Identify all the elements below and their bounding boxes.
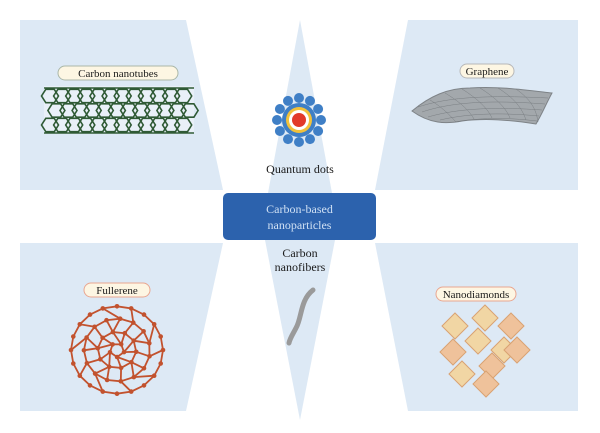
center-label-line2: nanoparticles bbox=[268, 218, 332, 232]
fullerene-label: Fullerene bbox=[96, 285, 138, 297]
fullerene-tag bbox=[83, 282, 151, 298]
nanodiamonds-tag bbox=[435, 286, 517, 302]
carbon-nanofibers-label-line1: Carbon bbox=[282, 246, 317, 260]
center-label-line1: Carbon-based bbox=[266, 202, 333, 216]
nanofiber-illustration bbox=[286, 287, 316, 346]
fullerene-illustration bbox=[68, 304, 166, 397]
panel-bottom-center bbox=[265, 240, 335, 420]
nanodiamonds-label: Nanodiamonds bbox=[443, 289, 510, 301]
panel-bottom-right bbox=[375, 243, 578, 411]
carbon-nanofibers-label-line2: nanofibers bbox=[275, 260, 326, 274]
center-box bbox=[223, 193, 376, 240]
graphene-tag bbox=[459, 63, 515, 79]
quantum-dot-illustration bbox=[272, 93, 326, 147]
panel-bottom-left bbox=[20, 243, 223, 411]
carbon-nanotube-illustration bbox=[40, 86, 200, 134]
nanodiamonds-illustration bbox=[439, 304, 531, 398]
carbon-nanotubes-label: Carbon nanotubes bbox=[78, 68, 158, 80]
carbon-nanotubes-tag bbox=[57, 65, 179, 81]
graphene-label: Graphene bbox=[466, 66, 509, 78]
quantum-dots-label: Quantum dots bbox=[266, 162, 334, 176]
graphene-illustration bbox=[411, 86, 553, 125]
